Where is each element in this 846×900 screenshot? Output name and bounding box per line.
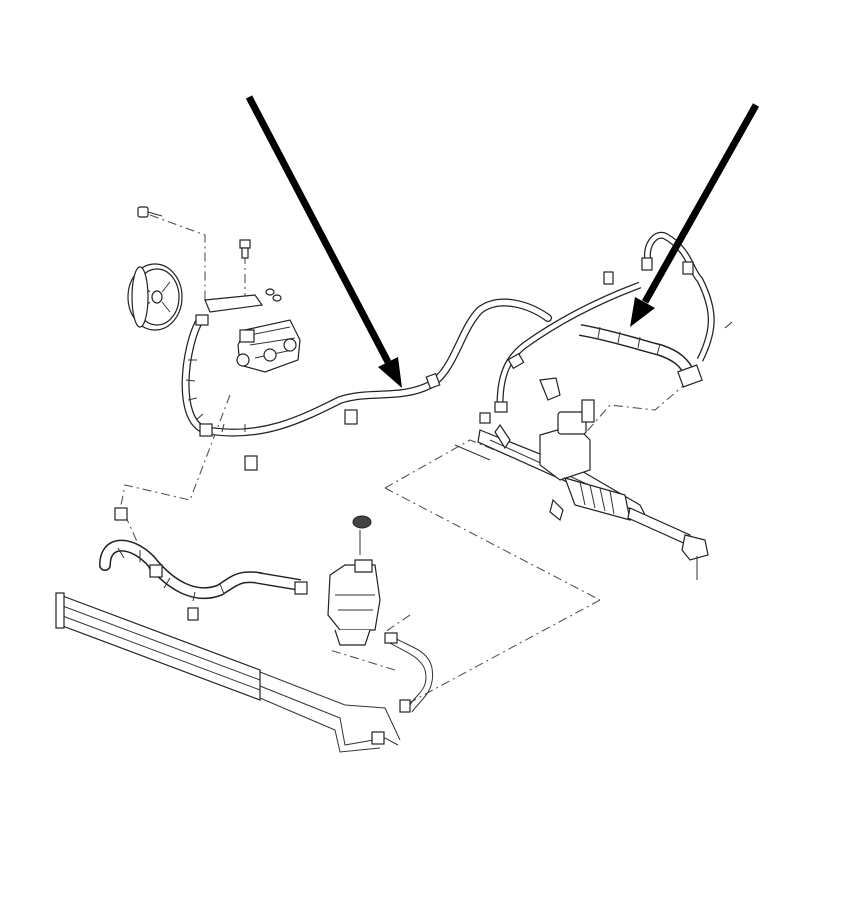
cooler-hose [99, 539, 308, 602]
steering-gear-rack [454, 399, 709, 580]
oil-cooler [55, 592, 434, 753]
reservoir-bolt-line [384, 614, 411, 633]
pressure-hose [181, 298, 552, 437]
reservoir-leader-line [329, 649, 396, 671]
rack-bracket-line [574, 379, 691, 446]
reference-lines [119, 214, 691, 706]
rack-lower-line [384, 487, 601, 601]
cooler-leader-line [404, 599, 601, 706]
return-hose [494, 231, 715, 413]
rack-leader-line [384, 439, 546, 489]
arrow-right [630, 103, 760, 327]
fluid-reservoir [327, 515, 381, 646]
arrow-left [245, 95, 402, 388]
pump-pulley [127, 263, 183, 331]
bolt-leader-line [149, 214, 206, 300]
steering-pump [204, 294, 301, 373]
bolt-icon [137, 206, 163, 218]
banjo-bolt-icon [239, 239, 251, 259]
pump-leader-line [119, 394, 231, 511]
clip-icon [114, 271, 733, 621]
o-ring-icon [265, 288, 282, 302]
